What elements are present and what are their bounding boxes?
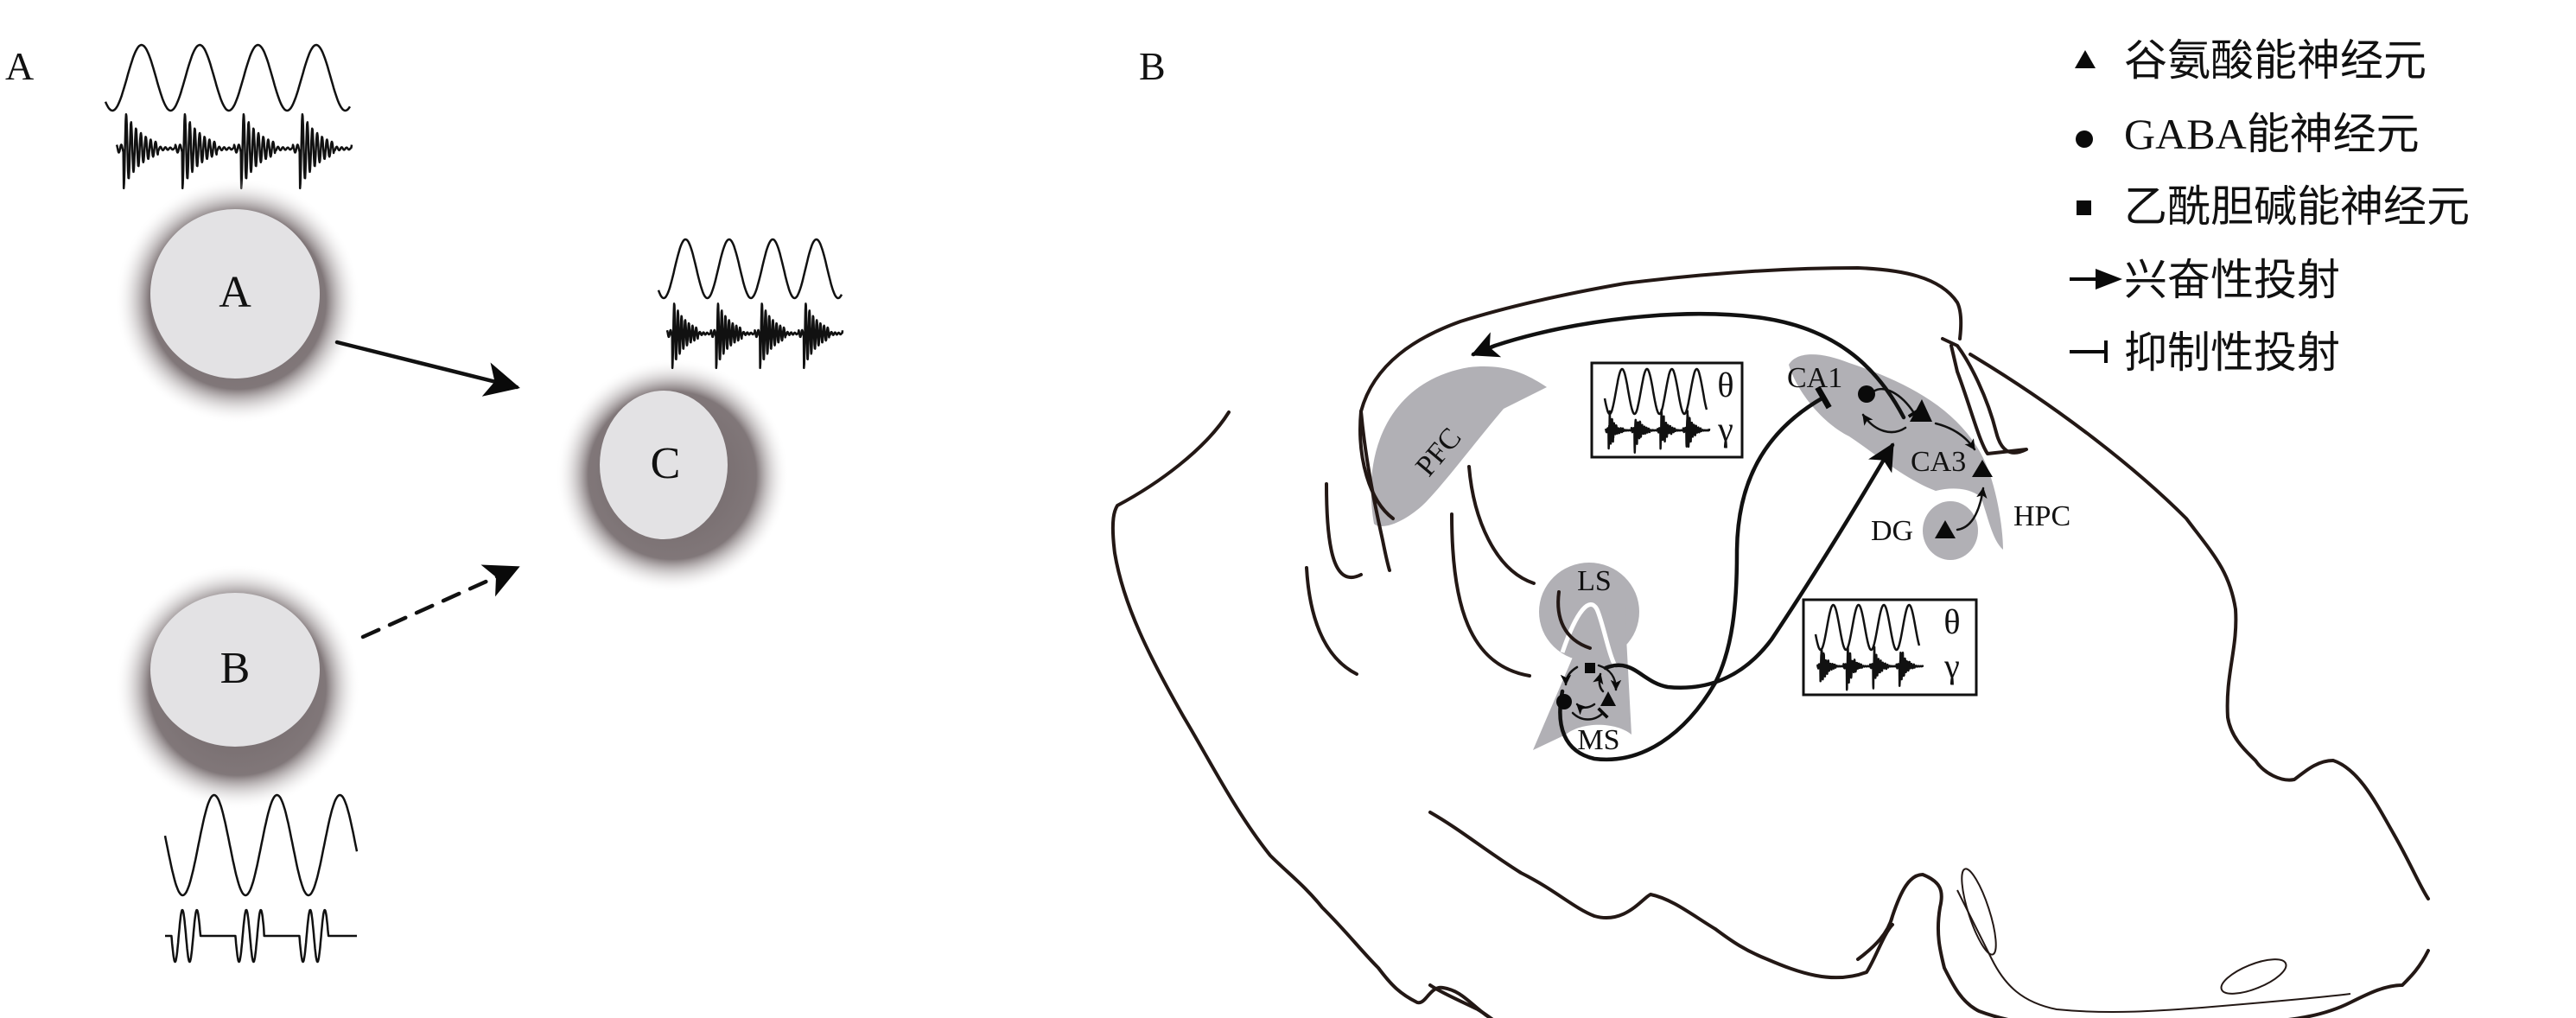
node-a-body (150, 209, 320, 379)
gamma-wave (1816, 646, 1924, 691)
node-b: B (115, 564, 360, 810)
arrow-icon (2096, 269, 2122, 289)
node-b-body (150, 593, 320, 747)
legend: 谷氨酸能神经元 GABA能神经元 乙酰胆碱能神经元 兴奋性投射 抑制性投射 (2070, 36, 2470, 377)
circle-icon (2076, 130, 2093, 148)
theta-label: θ (1717, 366, 1733, 404)
gamma-wave (164, 908, 358, 964)
septum-curve-4 (1450, 512, 1531, 678)
ms-circuit-1 (1560, 665, 1579, 686)
legend-item-glutamate: 谷氨酸能神经元 (2075, 36, 2427, 85)
brain-posterior-outline (1969, 353, 2430, 900)
node-c: C (556, 359, 789, 592)
fissure-line (1941, 337, 2028, 455)
panel-b: B (1110, 44, 2430, 1018)
pons-ellipse (1961, 868, 1997, 956)
ms-circuit-3 (1593, 672, 1605, 693)
panel-a-label: A (5, 44, 34, 88)
legend-label: 兴奋性投射 (2124, 256, 2340, 304)
hpc-to-pfc-projection (1471, 312, 1906, 420)
legend-label: 乙酰胆碱能神经元 (2124, 182, 2470, 231)
septal-boundary (1560, 602, 1619, 669)
gamma-label: γ (1717, 410, 1733, 449)
hpc-region (1789, 354, 2003, 550)
panel-a: A A B C (5, 43, 844, 964)
triangle-icon (2075, 50, 2096, 68)
ca1-to-ca3-inhibitory (1872, 388, 1921, 418)
ms-to-ca1-projection (1558, 385, 1832, 762)
node-c-label: C (651, 439, 681, 488)
legend-item-inhibitory: 抑制性投射 (2070, 328, 2340, 377)
ca3-to-ca1-excitatory (1861, 413, 1907, 434)
cortex-inner-line (1359, 410, 1391, 572)
ms-acetylcholine-neuron-icon (1585, 663, 1595, 673)
ms-label: MS (1577, 724, 1619, 756)
septum-curve-3 (1467, 465, 1536, 585)
theta-label: θ (1943, 602, 1960, 641)
legend-label: GABA能神经元 (2124, 110, 2420, 158)
ls-label: LS (1577, 565, 1612, 597)
theta-wave (657, 238, 843, 300)
node-a-label: A (219, 268, 251, 317)
gamma-wave (115, 112, 353, 190)
ca3-label: CA3 (1911, 446, 1966, 478)
cerebellar-ellipse (2220, 958, 2287, 995)
gamma-wave (1604, 408, 1711, 454)
dg-label: DG (1871, 515, 1913, 547)
gamma-label: γ (1943, 646, 1960, 685)
dg-to-ca3-excitatory (1956, 487, 1988, 531)
ca3-to-ca3-excitatory (1934, 422, 1976, 451)
legend-item-excitatory: 兴奋性投射 (2070, 256, 2340, 304)
legend-item-acetylcholine: 乙酰胆碱能神经元 (2077, 182, 2470, 231)
ca1-glutamate-neuron-icon (1910, 399, 1932, 422)
square-icon (2077, 200, 2091, 215)
brain-outline-bottom (1428, 983, 1494, 1018)
legend-item-gaba: GABA能神经元 (2076, 110, 2420, 158)
brainstem-inner (1956, 889, 2351, 1014)
hpc-label: HPC (2013, 500, 2070, 532)
ms-to-ca3-projection (1603, 442, 1895, 690)
ls-inner-curve (1556, 590, 1592, 650)
cortex-outline (1358, 266, 1963, 520)
excitatory-connection-a-to-c (334, 340, 520, 397)
oscillation-box-frame (1802, 598, 1978, 697)
ms-gaba-neuron-icon (1556, 694, 1572, 709)
ms-glutamate-neuron-icon (1600, 691, 1616, 706)
ms-circuit-4 (1575, 703, 1596, 716)
theta-wave (1603, 367, 1708, 416)
node-c-body (600, 391, 728, 539)
brain-outline-ventral (1428, 811, 1894, 980)
gamma-wave (665, 302, 844, 370)
node-c-oscillation (657, 238, 844, 370)
septum-curve-1 (1305, 566, 1358, 676)
pfc-region (1371, 366, 1547, 526)
ms-circuit-2 (1597, 664, 1622, 691)
panel-b-label: B (1139, 44, 1166, 88)
theta-wave (1814, 603, 1921, 652)
node-a-oscillation (104, 43, 353, 190)
legend-label: 谷氨酸能神经元 (2124, 36, 2427, 85)
ms-circuit-5 (1571, 707, 1609, 721)
theta-wave (163, 793, 359, 897)
node-b-oscillation (163, 793, 359, 964)
legend-label: 抑制性投射 (2124, 328, 2340, 377)
theta-wave (104, 43, 352, 112)
dashed-connection-b-to-c (360, 564, 520, 639)
dg-glutamate-neuron-icon (1935, 520, 1956, 538)
pfc-oscillation-box: θ γ (1590, 361, 1744, 459)
brainstem-outline (1856, 873, 2430, 1018)
ca1-gaba-neuron-icon (1858, 385, 1875, 403)
node-a: A (115, 178, 360, 423)
ca1-label: CA1 (1787, 362, 1842, 394)
node-b-label: B (220, 644, 251, 693)
septum-curve-2 (1325, 482, 1363, 580)
ca3-glutamate-neuron-icon (1972, 460, 1993, 477)
oscillation-box-frame (1590, 361, 1744, 459)
brain-outline (1110, 410, 1494, 1018)
hpc-oscillation-box: θ γ (1802, 598, 1978, 697)
inhibit-icon (2070, 340, 2108, 363)
